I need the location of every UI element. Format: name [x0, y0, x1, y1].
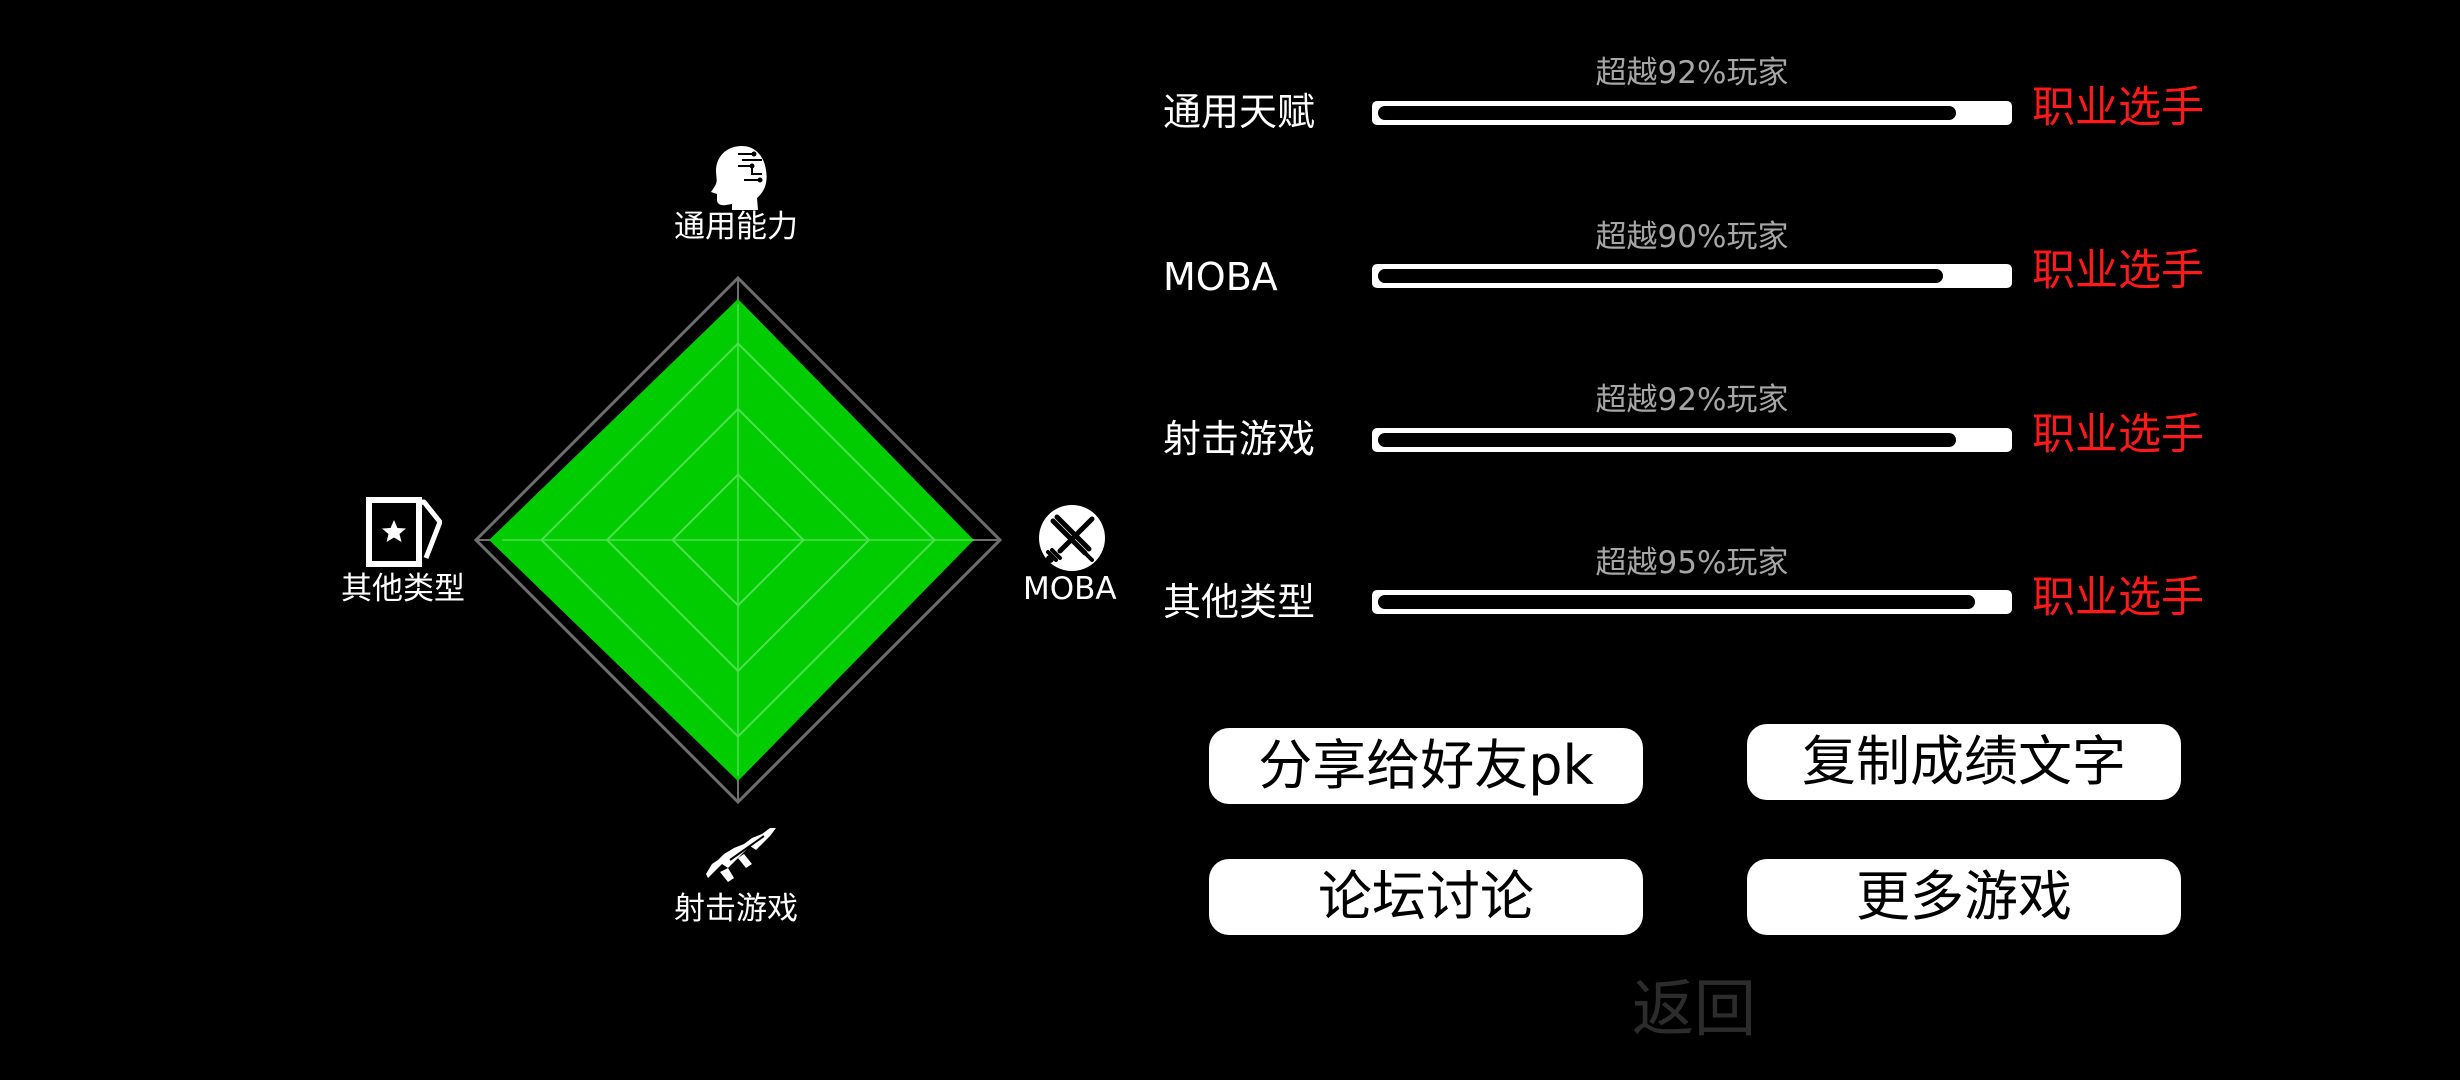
- axis-label-shooter: 射击游戏: [674, 891, 798, 927]
- back-button[interactable]: 返回: [1632, 972, 1757, 1045]
- radar-inner-grid: [502, 304, 974, 776]
- share-pk-button[interactable]: 分享给好友pk: [1209, 728, 1643, 804]
- progress-bar: [1372, 101, 2012, 125]
- axis-label-other: 其他类型: [341, 571, 465, 607]
- percentile-text: 超越92%玩家: [1595, 55, 1789, 91]
- crossed-swords-icon: [1039, 505, 1105, 571]
- gun-icon: [706, 828, 776, 882]
- rank-label: 职业选手: [2032, 410, 2204, 460]
- progress-bar: [1372, 590, 2012, 614]
- progress-fill: [1378, 106, 1956, 120]
- row-label: 其他类型: [1163, 580, 1316, 624]
- progress-fill: [1378, 433, 1956, 447]
- axis-label-general: 通用能力: [674, 209, 798, 245]
- rank-label: 职业选手: [2032, 573, 2204, 623]
- radar-chart: [473, 275, 1003, 805]
- card-icon: [366, 497, 442, 567]
- row-label: 通用天赋: [1163, 90, 1316, 134]
- rank-label: 职业选手: [2032, 246, 2204, 296]
- more-games-button[interactable]: 更多游戏: [1747, 859, 2181, 935]
- percentile-text: 超越95%玩家: [1595, 545, 1789, 581]
- row-label: MOBA: [1163, 255, 1278, 299]
- rank-label: 职业选手: [2032, 83, 2204, 133]
- head-icon: [711, 146, 767, 210]
- row-label: 射击游戏: [1163, 417, 1316, 461]
- percentile-text: 超越92%玩家: [1595, 382, 1789, 418]
- progress-fill: [1378, 595, 1975, 609]
- forum-button[interactable]: 论坛讨论: [1209, 859, 1643, 935]
- progress-fill: [1378, 269, 1944, 283]
- copy-result-button[interactable]: 复制成绩文字: [1747, 724, 2181, 800]
- progress-bar: [1372, 428, 2012, 452]
- progress-bar: [1372, 264, 2012, 288]
- percentile-text: 超越90%玩家: [1595, 219, 1789, 255]
- axis-label-moba: MOBA: [1023, 571, 1117, 607]
